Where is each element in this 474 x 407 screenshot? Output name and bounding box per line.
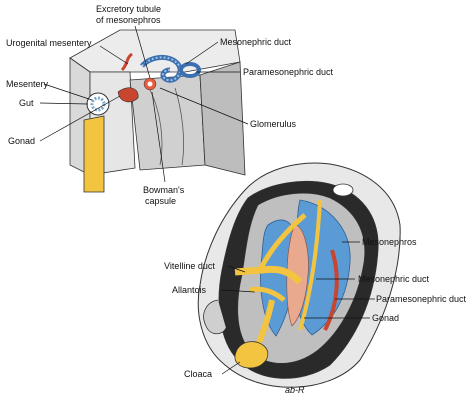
label-allantois: Allantois [172,285,207,295]
cloaca-shape [234,341,269,369]
label-mesentery: Mesentery [6,79,49,89]
label-bowmans-1: Bowman's [143,185,185,195]
label-cloaca: Cloaca [184,369,212,379]
label-excretory-tubule-1: Excretory tubule [96,4,161,14]
paramesonephric-duct-shape [323,249,339,331]
label-excretory-tubule-2: of mesonephros [96,15,161,25]
mesonephric-duct-shape-bottom [298,199,322,331]
label-gonad-top: Gonad [8,136,35,146]
mesonephric-duct-shape-top [179,62,201,78]
labels: Excretory tubule of mesonephros Urogenit… [6,4,467,395]
longitudinal-figure [197,162,401,388]
label-mesonephric-duct-bottom: Mesonephric duct [358,274,430,284]
label-bowmans-2: capsule [145,196,176,206]
label-urogenital-mesentery: Urogenital mesentery [6,38,92,48]
label-gut: Gut [19,98,34,108]
label-vitelline-duct: Vitelline duct [164,261,215,271]
label-glomerulus: Glomerulus [250,119,297,129]
leader-lines [39,25,375,375]
label-mesonephric-duct-top: Mesonephric duct [220,37,292,47]
label-gonad-bottom: Gonad [372,313,399,323]
label-mesonephros: Mesonephros [362,237,417,247]
label-paramesonephric-duct-bottom: Paramesonephric duct [376,294,467,304]
cross-section-figure [69,29,246,193]
artist-signature: ab-R [285,385,305,395]
gonad-shape-top [117,87,139,103]
allantois-shape [249,286,286,302]
label-paramesonephric-duct-top: Paramesonephric duct [243,67,334,77]
